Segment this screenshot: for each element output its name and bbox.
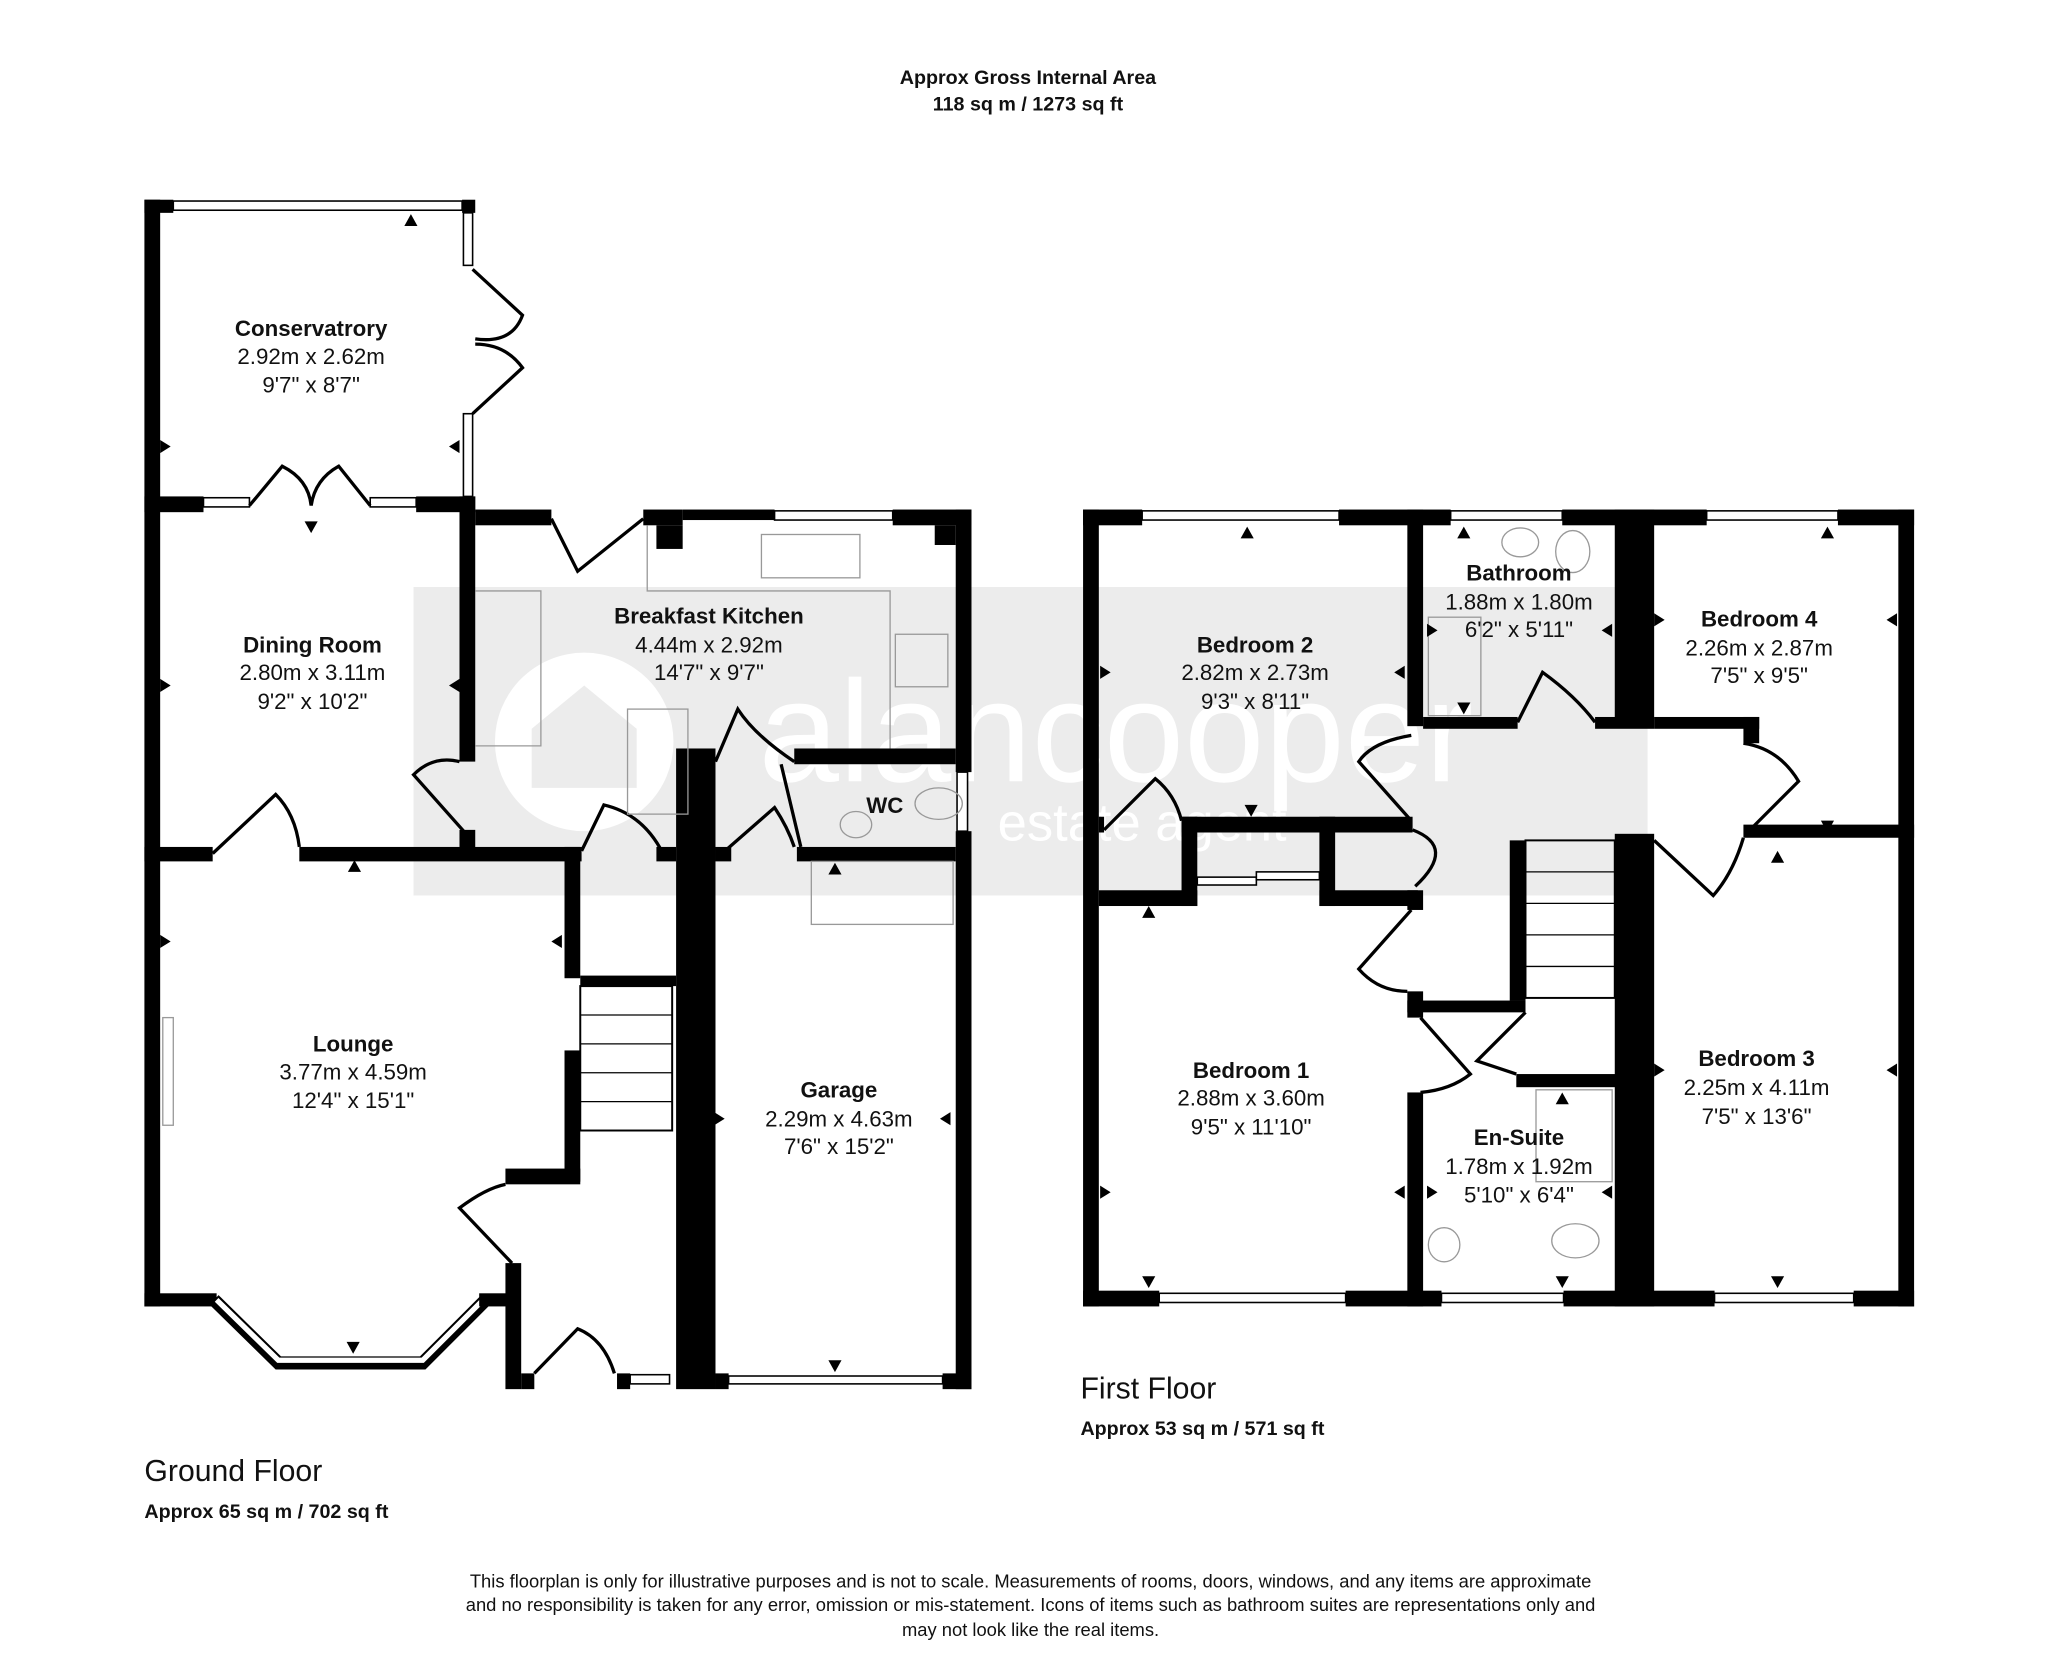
first-floor-label: First Floor	[1080, 1372, 1216, 1405]
room-bedroom-1: Bedroom 1 2.88m x 3.60m 9'5" x 11'10"	[1177, 1058, 1324, 1139]
room-bedroom-4: Bedroom 4 2.26m x 2.87m 7'5" x 9'5"	[1685, 606, 1832, 687]
room-imperial: 14'7" x 9'7"	[654, 660, 764, 685]
room-imperial: 5'10" x 6'4"	[1464, 1183, 1574, 1208]
room-imperial: 9'5" x 11'10"	[1191, 1114, 1312, 1139]
room-metric: 1.78m x 1.92m	[1445, 1154, 1592, 1179]
room-imperial: 9'2" x 10'2"	[258, 689, 368, 714]
room-metric: 2.80m x 3.11m	[240, 660, 386, 685]
room-metric: 3.77m x 4.59m	[279, 1059, 426, 1084]
room-imperial: 9'7" x 8'7"	[262, 373, 359, 398]
room-imperial: 6'2" x 5'11"	[1465, 617, 1573, 642]
room-metric: 2.26m x 2.87m	[1685, 635, 1832, 660]
first-floor-area: Approx 53 sq m / 571 sq ft	[1080, 1418, 1324, 1440]
room-metric: 2.92m x 2.62m	[237, 344, 384, 369]
room-metric: 2.25m x 4.11m	[1684, 1075, 1830, 1100]
ground-floor-area: Approx 65 sq m / 702 sq ft	[144, 1501, 388, 1523]
room-dining-room: Dining Room 2.80m x 3.11m 9'2" x 10'2"	[240, 633, 386, 714]
room-garage: Garage 2.29m x 4.63m 7'6" x 15'2"	[765, 1078, 912, 1159]
room-name: Garage	[800, 1078, 877, 1103]
room-name: Bedroom 1	[1193, 1058, 1309, 1083]
room-bathroom: Bathroom 1.88m x 1.80m 6'2" x 5'11"	[1445, 560, 1592, 641]
room-metric: 2.29m x 4.63m	[765, 1107, 912, 1132]
gross-area-value: 118 sq m / 1273 sq ft	[933, 93, 1124, 115]
room-name: En-Suite	[1474, 1125, 1564, 1150]
room-lounge: Lounge 3.77m x 4.59m 12'4" x 15'1"	[279, 1032, 426, 1113]
room-imperial: 7'5" x 13'6"	[1702, 1104, 1812, 1129]
room-imperial: 9'3" x 8'11"	[1201, 689, 1309, 714]
room-imperial: 7'5" x 9'5"	[1710, 663, 1807, 688]
room-imperial: 7'6" x 15'2"	[784, 1134, 894, 1159]
disclaimer-line-2: and no responsibility is taken for any e…	[466, 1594, 1596, 1615]
room-name: Bedroom 3	[1698, 1046, 1814, 1071]
room-metric: 2.82m x 2.73m	[1181, 660, 1328, 685]
room-metric: 1.88m x 1.80m	[1445, 589, 1592, 614]
room-conservatory: Conservatrory 2.92m x 2.62m 9'7" x 8'7"	[235, 316, 388, 397]
disclaimer-line-1: This floorplan is only for illustrative …	[470, 1570, 1591, 1591]
room-name: Breakfast Kitchen	[614, 604, 804, 629]
room-name: Conservatrory	[235, 316, 388, 341]
room-metric: 2.88m x 3.60m	[1177, 1086, 1324, 1111]
room-bedroom-3: Bedroom 3 2.25m x 4.11m 7'5" x 13'6"	[1684, 1046, 1830, 1129]
room-breakfast-kitchen: Breakfast Kitchen 4.44m x 2.92m 14'7" x …	[614, 604, 804, 685]
room-bedroom-2: Bedroom 2 2.82m x 2.73m 9'3" x 8'11"	[1181, 633, 1328, 714]
room-name: Bedroom 2	[1197, 633, 1313, 658]
room-en-suite: En-Suite 1.78m x 1.92m 5'10" x 6'4"	[1445, 1125, 1592, 1208]
room-metric: 4.44m x 2.92m	[635, 633, 782, 658]
room-name: Bedroom 4	[1701, 606, 1818, 631]
ground-floor-label: Ground Floor	[144, 1455, 322, 1488]
watermark: alancooper estate agent	[413, 587, 1648, 896]
room-name: Dining Room	[243, 633, 382, 658]
room-name: Lounge	[313, 1032, 393, 1057]
first-floor-walls	[1083, 509, 1915, 1307]
room-imperial: 12'4" x 15'1"	[292, 1088, 414, 1113]
room-name: Bathroom	[1466, 560, 1571, 585]
ground-floor-walls	[144, 199, 972, 1390]
disclaimer-line-3: may not look like the real items.	[902, 1619, 1159, 1640]
gross-area-title: Approx Gross Internal Area	[900, 67, 1157, 89]
room-wc: WC	[866, 793, 903, 818]
watermark-brand: alancooper	[759, 650, 1474, 812]
